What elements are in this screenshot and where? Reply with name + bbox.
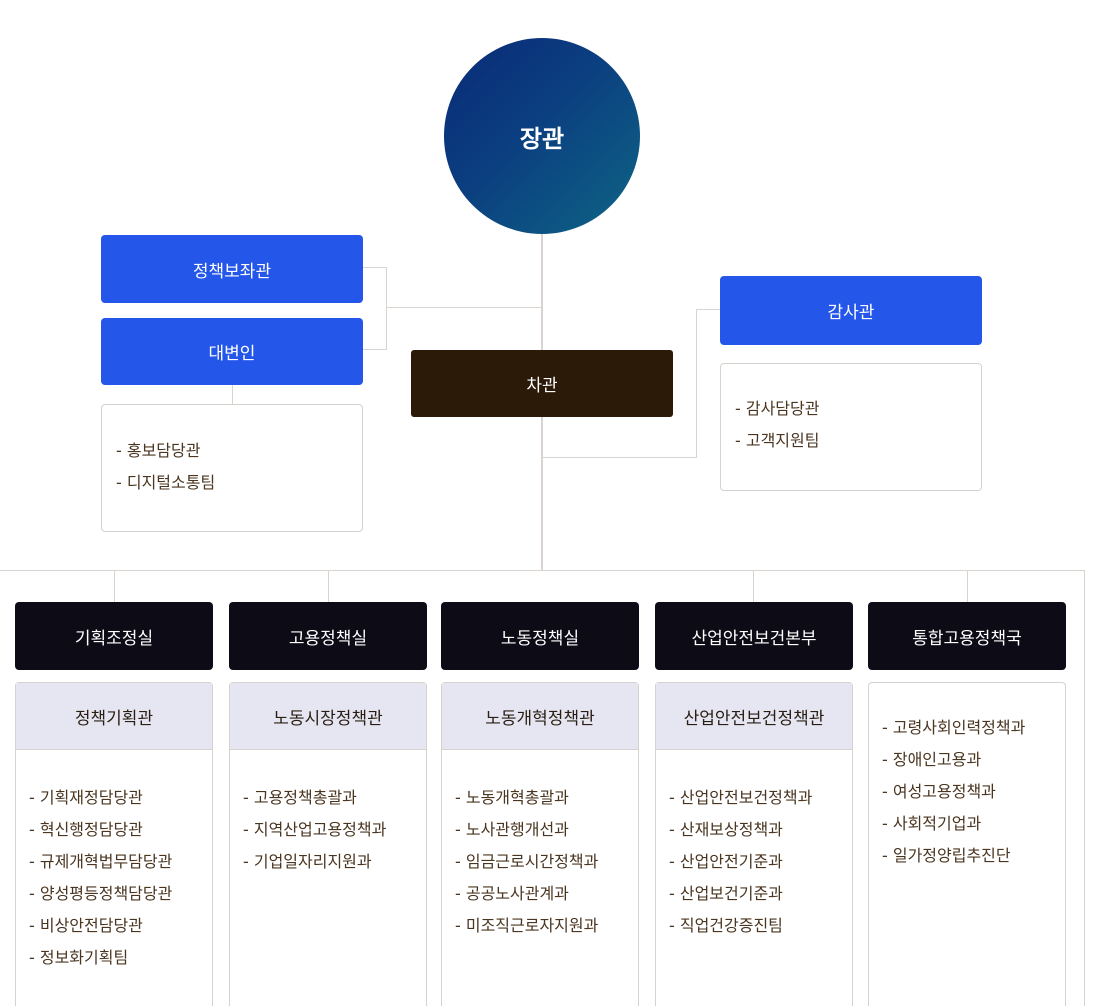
minister-node[interactable]: 장관	[444, 38, 640, 234]
unit-item[interactable]: - 감사담당관	[735, 399, 820, 418]
unit-item[interactable]: - 정보화기획팀	[29, 948, 129, 967]
unit-item[interactable]: - 여성고용정책과	[882, 782, 996, 801]
connector-line	[386, 267, 387, 350]
connector-line	[232, 385, 233, 405]
connector-line	[363, 349, 387, 350]
unit-item[interactable]: - 공공노사관계과	[455, 884, 569, 903]
vice-minister-node[interactable]: 차관	[411, 350, 673, 417]
unit-item[interactable]: - 미조직근로자지원과	[455, 916, 599, 935]
unit-item[interactable]: - 직업건강증진팀	[669, 916, 783, 935]
unit-item[interactable]: - 고객지원팀	[735, 431, 820, 450]
unit-item[interactable]: - 노사관행개선과	[455, 820, 569, 839]
auditor-units-card: - 감사담당관 - 고객지원팀	[720, 363, 982, 491]
unit-item[interactable]: - 지역산업고용정책과	[243, 820, 387, 839]
spokesperson-units-card: - 홍보담당관 - 디지털소통팀	[101, 404, 363, 532]
unit-item[interactable]: - 디지털소통팀	[116, 473, 216, 492]
department-card: 정책기획관 - 기획재정담당관 - 혁신행정담당관 - 규제개혁법무담당관 - …	[15, 682, 213, 1006]
unit-item[interactable]: - 양성평등정책담당관	[29, 884, 173, 903]
connector-line	[328, 570, 329, 602]
connector-line	[0, 570, 1085, 571]
department-card: - 고령사회인력정책과 - 장애인고용과 - 여성고용정책과 - 사회적기업과 …	[868, 682, 1066, 1006]
department-card: 노동시장정책관 - 고용정책총괄과 - 지역산업고용정책과 - 기업일자리지원과	[229, 682, 427, 1006]
connector-line	[967, 570, 968, 602]
connector-line	[387, 307, 542, 308]
sub-office-header[interactable]: 노동시장정책관	[230, 683, 426, 750]
sub-office-header[interactable]: 정책기획관	[16, 683, 212, 750]
connector-line	[363, 267, 387, 268]
unit-item[interactable]: - 노동개혁총괄과	[455, 788, 569, 807]
policy-advisor-node[interactable]: 정책보좌관	[101, 235, 363, 303]
department-node[interactable]: 노동정책실	[441, 602, 639, 670]
department-card: 산업안전보건정책관 - 산업안전보건정책과 - 산재보상정책과 - 산업안전기준…	[655, 682, 853, 1006]
unit-item[interactable]: - 기획재정담당관	[29, 788, 143, 807]
unit-item[interactable]: - 홍보담당관	[116, 441, 201, 460]
connector-line	[696, 309, 697, 458]
connector-line	[696, 309, 720, 310]
department-node[interactable]: 산업안전보건본부	[655, 602, 853, 670]
spokesperson-node[interactable]: 대변인	[101, 318, 363, 385]
unit-item[interactable]: - 기업일자리지원과	[243, 852, 372, 871]
unit-item[interactable]: - 혁신행정담당관	[29, 820, 143, 839]
unit-item[interactable]: - 일가정양립추진단	[882, 846, 1011, 865]
unit-item[interactable]: - 규제개혁법무담당관	[29, 852, 173, 871]
sub-office-header[interactable]: 산업안전보건정책관	[656, 683, 852, 750]
auditor-node[interactable]: 감사관	[720, 276, 982, 345]
connector-line	[114, 570, 115, 602]
connector-line	[753, 570, 754, 602]
connector-line	[542, 457, 697, 458]
department-node[interactable]: 통합고용정책국	[868, 602, 1066, 670]
unit-item[interactable]: - 산재보상정책과	[669, 820, 783, 839]
department-card: 노동개혁정책관 - 노동개혁총괄과 - 노사관행개선과 - 임금근로시간정책과 …	[441, 682, 639, 1006]
unit-item[interactable]: - 산업보건기준과	[669, 884, 783, 903]
unit-item[interactable]: - 산업안전보건정책과	[669, 788, 813, 807]
unit-item[interactable]: - 임금근로시간정책과	[455, 852, 599, 871]
unit-item[interactable]: - 장애인고용과	[882, 750, 982, 769]
unit-item[interactable]: - 사회적기업과	[882, 814, 982, 833]
unit-item[interactable]: - 고용정책총괄과	[243, 788, 357, 807]
department-node[interactable]: 기획조정실	[15, 602, 213, 670]
unit-item[interactable]: - 산업안전기준과	[669, 852, 783, 871]
department-node[interactable]: 고용정책실	[229, 602, 427, 670]
connector-line	[1084, 570, 1085, 1006]
sub-office-header[interactable]: 노동개혁정책관	[442, 683, 638, 750]
unit-item[interactable]: - 비상안전담당관	[29, 916, 143, 935]
unit-item[interactable]: - 고령사회인력정책과	[882, 718, 1026, 737]
